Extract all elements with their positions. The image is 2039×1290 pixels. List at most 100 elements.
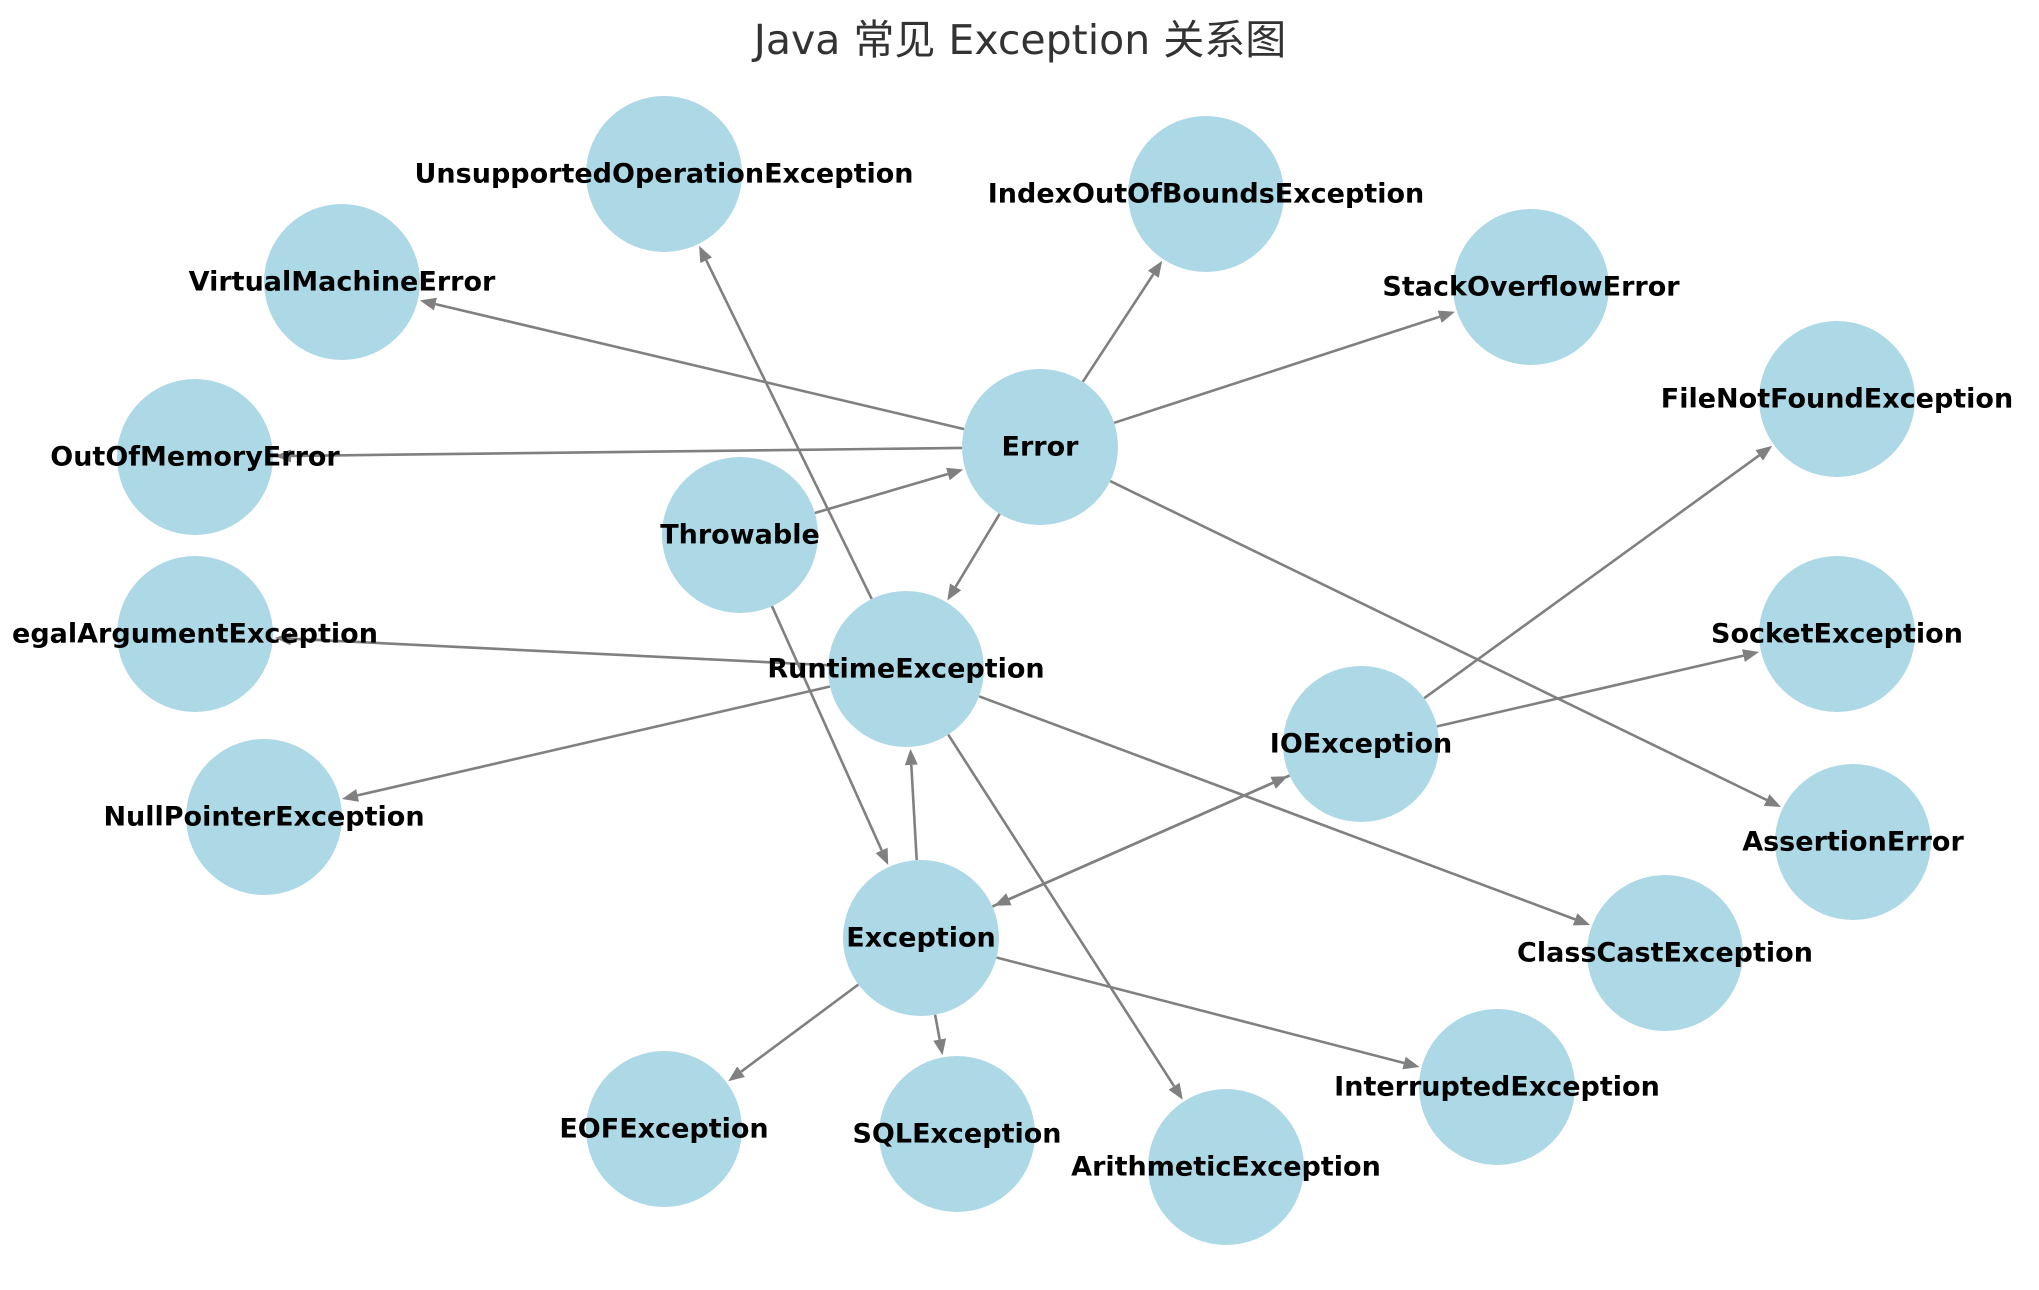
node-circle: [186, 739, 342, 895]
edge-exception-to-sqlexception: [933, 1014, 947, 1056]
node-circle: [586, 1051, 742, 1207]
node-circle: [264, 204, 420, 360]
node-index-out-of-bounds-exception: [1128, 116, 1284, 272]
edge-error-to-assertion-error: [1109, 479, 1781, 807]
node-circle: [117, 379, 273, 535]
arrowhead-icon: [994, 893, 1012, 906]
node-circle: [828, 591, 984, 747]
edge-runtime-exception-to-illegal-argument-exception: [274, 632, 829, 667]
edge-line: [1109, 479, 1768, 802]
edge-line: [933, 1014, 941, 1040]
node-virtual-machine-error: [264, 204, 420, 360]
edge-line: [910, 764, 918, 861]
node-ioexception: [1283, 666, 1439, 822]
node-circle: [879, 1056, 1035, 1212]
edge-throwable-to-exception: [770, 605, 889, 865]
node-circle: [1453, 209, 1609, 365]
node-label-file-not-found-exception: FileNotFoundException: [1661, 384, 2013, 415]
edge-line: [954, 513, 1001, 588]
arrowhead-icon: [342, 789, 359, 802]
edge-error-to-stack-overflow-error: [1113, 310, 1455, 425]
edge-line: [1436, 654, 1744, 728]
node-label-interrupted-exception: InterruptedException: [1334, 1072, 1660, 1103]
edge-runtime-exception-to-null-pointer-exception: [342, 685, 831, 802]
edge-line: [290, 446, 963, 458]
edge-line: [978, 695, 1576, 921]
node-label-illegal-argument-exception: egalArgumentException: [12, 619, 378, 650]
arrowhead-icon: [947, 583, 962, 601]
node-exception: [843, 860, 999, 1016]
arrowhead-icon: [1755, 445, 1773, 461]
node-label-eofexception: EOFException: [559, 1114, 768, 1145]
node-socket-exception: [1759, 556, 1915, 712]
arrowhead-icon: [274, 632, 292, 646]
node-label-stack-overflow-error: StackOverflowError: [1382, 272, 1680, 303]
node-circle: [117, 556, 273, 712]
diagram-title: Java 常见 Exception 关系图: [751, 16, 1286, 64]
arrowhead-icon: [933, 1038, 947, 1056]
node-file-not-found-exception: [1759, 321, 1915, 477]
node-label-out-of-memory-error: OutOfMemoryError: [50, 442, 340, 473]
node-interrupted-exception: [1419, 1009, 1575, 1165]
edge-runtime-exception-to-unsupported-operation-exception: [699, 245, 873, 600]
edge-exception-to-eofexception: [728, 983, 860, 1082]
arrowhead-icon: [1437, 310, 1455, 323]
arrowhead-icon: [1572, 913, 1591, 926]
edge-line: [947, 733, 1176, 1087]
node-circle: [662, 457, 818, 613]
node-label-class-cast-exception: ClassCastException: [1517, 938, 1813, 969]
node-circle: [1148, 1089, 1304, 1245]
node-throwable: [662, 457, 818, 613]
arrowhead-icon: [1147, 260, 1163, 278]
node-null-pointer-exception: [186, 739, 342, 895]
node-label-sqlexception: SQLException: [852, 1119, 1061, 1150]
arrowhead-icon: [728, 1066, 745, 1082]
edge-line: [705, 259, 873, 600]
edge-line: [1081, 273, 1155, 383]
node-arithmetic-exception: [1148, 1089, 1304, 1245]
node-label-socket-exception: SocketException: [1711, 619, 1963, 650]
node-circle: [843, 860, 999, 1016]
arrowhead-icon: [904, 748, 918, 766]
edge-throwable-to-error: [814, 467, 964, 515]
edge-runtime-exception-to-class-cast-exception: [978, 695, 1591, 926]
node-eofexception: [586, 1051, 742, 1207]
edge-line: [1113, 315, 1441, 425]
edge-runtime-exception-to-arithmetic-exception: [947, 733, 1183, 1100]
node-label-assertion-error: AssertionError: [1742, 827, 1964, 858]
edge-line: [357, 685, 831, 797]
edges-layer: [274, 245, 1781, 1100]
node-circle: [1128, 116, 1284, 272]
arrowhead-icon: [875, 847, 889, 865]
node-label-throwable: Throwable: [660, 520, 820, 551]
node-circle: [962, 369, 1118, 525]
node-circle: [1587, 875, 1743, 1031]
edge-error-to-out-of-memory-error: [275, 446, 963, 463]
node-error: [962, 369, 1118, 525]
edge-line: [1423, 454, 1761, 700]
arrowhead-icon: [1763, 794, 1781, 807]
node-label-unsupported-operation-exception: UnsupportedOperationException: [415, 159, 914, 190]
arrowhead-icon: [419, 297, 437, 311]
node-circle: [586, 96, 742, 252]
node-label-index-out-of-bounds-exception: IndexOutOfBoundsException: [988, 179, 1425, 210]
node-out-of-memory-error: [117, 379, 273, 535]
node-label-virtual-machine-error: VirtualMachineError: [189, 267, 496, 298]
edge-line: [814, 472, 949, 515]
arrowhead-icon: [1742, 649, 1760, 662]
node-circle: [1775, 764, 1931, 920]
node-stack-overflow-error: [1453, 209, 1609, 365]
node-circle: [1759, 556, 1915, 712]
node-circle: [1419, 1009, 1575, 1165]
node-label-error: Error: [1002, 432, 1080, 463]
node-label-null-pointer-exception: NullPointerException: [103, 802, 424, 833]
edge-error-to-runtime-exception: [947, 513, 1001, 601]
node-circle: [1283, 666, 1439, 822]
edge-exception-to-interrupted-exception: [996, 956, 1420, 1070]
edge-error-to-virtual-machine-error: [419, 297, 965, 431]
edge-ioexception-to-socket-exception: [1436, 649, 1760, 728]
node-label-ioexception: IOException: [1270, 729, 1452, 760]
node-label-arithmetic-exception: ArithmeticException: [1071, 1152, 1381, 1183]
edge-line: [770, 605, 883, 851]
node-label-exception: Exception: [846, 923, 995, 954]
